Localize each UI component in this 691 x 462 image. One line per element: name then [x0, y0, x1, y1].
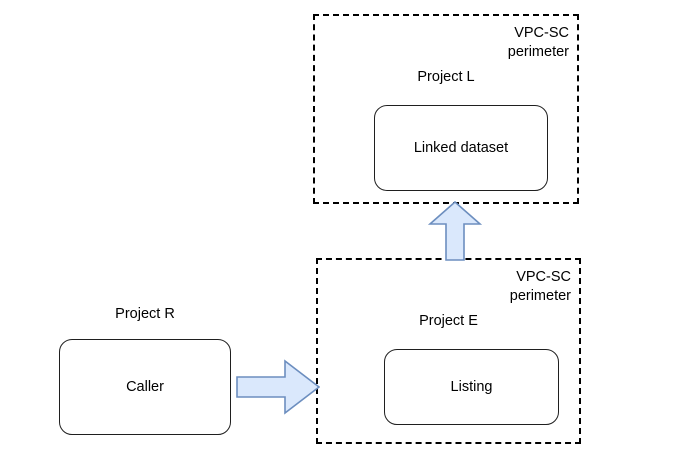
node-listing[interactable]: Listing — [384, 349, 559, 425]
arrow-listing-to-linked-dataset-icon — [427, 201, 483, 261]
node-caller[interactable]: Caller — [59, 339, 231, 435]
project-label-l: Project L — [417, 69, 475, 85]
vpc-sc-perimeter-project-e: VPC-SC perimeter Project E Listing — [316, 258, 581, 444]
project-label-r: Project R — [115, 306, 175, 322]
perimeter-caption-project-l: VPC-SC perimeter — [507, 25, 569, 60]
arrow-caller-to-listing-icon — [236, 359, 320, 415]
perimeter-caption-project-e: VPC-SC perimeter — [509, 269, 571, 304]
project-label-e: Project E — [419, 313, 478, 329]
node-linked-dataset[interactable]: Linked dataset — [374, 105, 548, 191]
vpc-sc-perimeter-project-l: VPC-SC perimeter Project L Linked datase… — [313, 14, 579, 204]
